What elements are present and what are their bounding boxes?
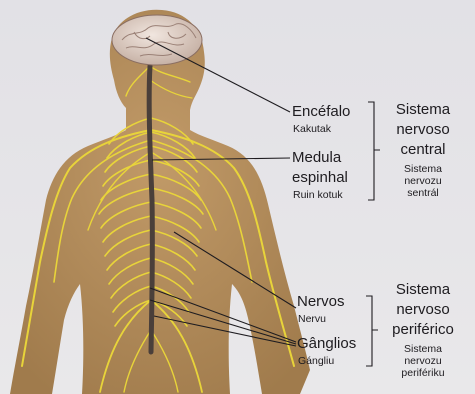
central-system-line2: nervoso: [383, 122, 463, 137]
central-system-line1: Sistema: [383, 102, 463, 117]
peripheral-system-line3: periférico: [378, 322, 468, 337]
central-system-tetum-line2: nervozu: [383, 176, 463, 187]
bracket-peripheral: [366, 296, 378, 366]
central-system-tetum-line3: sentrál: [383, 188, 463, 199]
label-medula-line1: Medula: [292, 150, 341, 165]
brain-illustration: [112, 15, 202, 65]
label-ganglios-tetum: Gángliu: [298, 356, 334, 367]
label-encefalo-tetum: Kakutak: [293, 124, 331, 135]
label-ganglios: Gânglios: [297, 336, 356, 351]
peripheral-system-tetum-line1: Sistema: [378, 344, 468, 355]
central-system-line3: central: [383, 142, 463, 157]
label-encefalo: Encéfalo: [292, 104, 350, 119]
peripheral-system-tetum-line3: perifériku: [378, 368, 468, 379]
bracket-central: [368, 102, 380, 200]
central-system-tetum-line1: Sistema: [383, 164, 463, 175]
peripheral-system-line2: nervoso: [378, 302, 468, 317]
label-medula-line2: espinhal: [292, 170, 348, 185]
label-medula-tetum: Ruin kotuk: [293, 190, 343, 201]
label-nervos-tetum: Nervu: [298, 314, 326, 325]
label-nervos: Nervos: [297, 294, 345, 309]
peripheral-system-tetum-line2: nervozu: [378, 356, 468, 367]
peripheral-system-line1: Sistema: [378, 282, 468, 297]
